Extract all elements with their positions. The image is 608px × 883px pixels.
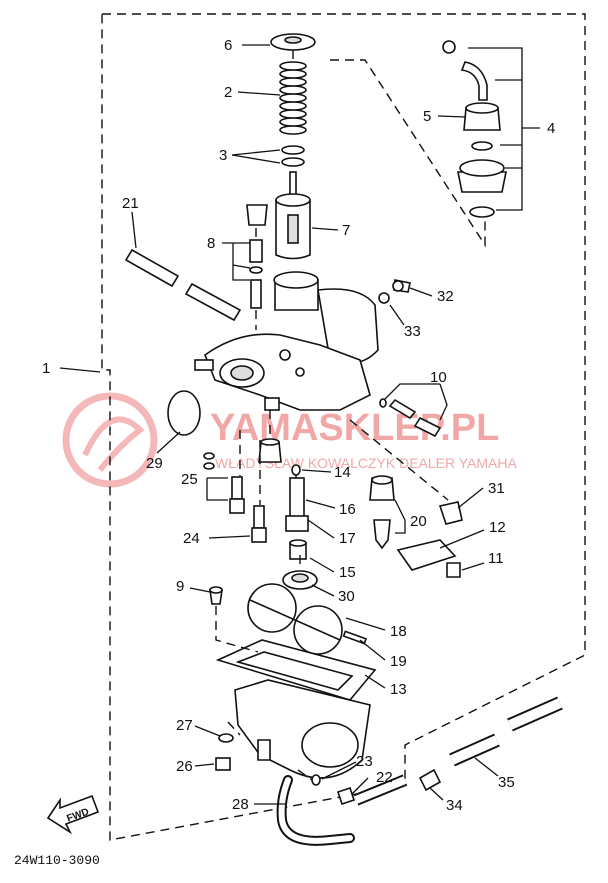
callout-3: 3 <box>219 147 227 164</box>
part-3-needle-clip <box>281 145 305 203</box>
watermark-subtitle: WŁADYSŁAW KOWALCZYK DEALER YAMAHA <box>215 455 518 471</box>
callout-12: 12 <box>489 519 506 536</box>
part-22-fitting <box>336 786 356 806</box>
part-33-washer <box>378 292 390 304</box>
part-29-o-ring <box>167 390 201 436</box>
cable-assembly-boundary <box>330 59 486 248</box>
callout-34: 34 <box>446 797 463 814</box>
callout-21: 21 <box>122 195 139 212</box>
watermark-title: YAMASKLEP.PL <box>210 407 499 449</box>
part-35-vent-hose <box>449 696 563 767</box>
callout-24: 24 <box>183 530 200 547</box>
forward-arrow-icon: FWD <box>46 794 100 835</box>
callout-17: 17 <box>339 530 356 547</box>
float-bowl <box>234 679 371 779</box>
callout-22: 22 <box>376 769 393 786</box>
part-30-main-jet-washer <box>282 570 318 590</box>
part-10-throttle-stop-screw <box>379 398 442 438</box>
part-6-plug <box>270 33 316 51</box>
part-4-cable-adjuster-group <box>442 40 507 218</box>
callout-32: 32 <box>437 288 454 305</box>
part-24-starter-jet <box>251 505 267 543</box>
callout-7: 7 <box>342 222 350 239</box>
assembly-lines <box>215 50 449 781</box>
part-8-pilot-screw <box>246 204 268 309</box>
part-14-jet-holder <box>258 438 301 476</box>
leader-lines <box>59 44 540 805</box>
callout-25: 25 <box>181 471 198 488</box>
part-34-fitting <box>353 768 442 806</box>
part-20-choke-plunger <box>369 475 395 550</box>
part-7-throttle-slide <box>275 193 311 260</box>
part-28-drain-hose <box>276 775 355 846</box>
callout-20: 20 <box>410 513 427 530</box>
callout-6: 6 <box>224 37 232 54</box>
part-16-needle-jet <box>285 477 309 532</box>
callout-10: 10 <box>430 369 447 386</box>
part-13-gasket <box>215 639 377 701</box>
dealer-watermark: YAMASKLEP.PL WŁADYSŁAW KOWALCZYK DEALER … <box>62 392 518 488</box>
callout-5: 5 <box>423 108 431 125</box>
part-31-bracket <box>438 501 463 525</box>
callout-35: 35 <box>498 774 515 791</box>
callout-23: 23 <box>356 753 373 770</box>
part-27-washer <box>218 733 234 743</box>
part-2-spring <box>279 61 307 135</box>
diagram-code: 24W110-3090 <box>14 853 100 868</box>
callout-4: 4 <box>547 120 555 137</box>
part-26-drain-screw <box>215 757 231 771</box>
callout-1: 1 <box>42 360 50 377</box>
callout-8: 8 <box>207 235 215 252</box>
part-25-pilot-jet <box>203 452 245 514</box>
callout-27: 27 <box>176 717 193 734</box>
part-32-screw <box>392 279 411 293</box>
callout-16: 16 <box>339 501 356 518</box>
callout-30: 30 <box>338 588 355 605</box>
callout-9: 9 <box>176 578 184 595</box>
callout-31: 31 <box>488 480 505 497</box>
callout-33: 33 <box>404 323 421 340</box>
callout-19: 19 <box>390 653 407 670</box>
callout-11: 11 <box>488 550 504 567</box>
callout-26: 26 <box>176 758 193 775</box>
part-17-main-jet <box>289 539 307 560</box>
callout-28: 28 <box>232 796 249 813</box>
callout-15: 15 <box>339 564 356 581</box>
callout-14: 14 <box>334 464 351 481</box>
part-18-float <box>247 583 343 655</box>
part-23-o-ring <box>311 774 321 786</box>
callout-labels: 6 2 3 21 8 7 5 4 32 33 1 10 29 14 25 31 … <box>42 37 555 814</box>
part-9-screw <box>209 586 223 605</box>
callout-2: 2 <box>224 84 232 101</box>
callout-29: 29 <box>146 455 163 472</box>
part-11-screw <box>446 562 461 578</box>
callout-13: 13 <box>390 681 407 698</box>
part-21-pipe <box>124 248 242 322</box>
part-1-carburetor-body <box>194 271 379 411</box>
callout-18: 18 <box>390 623 407 640</box>
